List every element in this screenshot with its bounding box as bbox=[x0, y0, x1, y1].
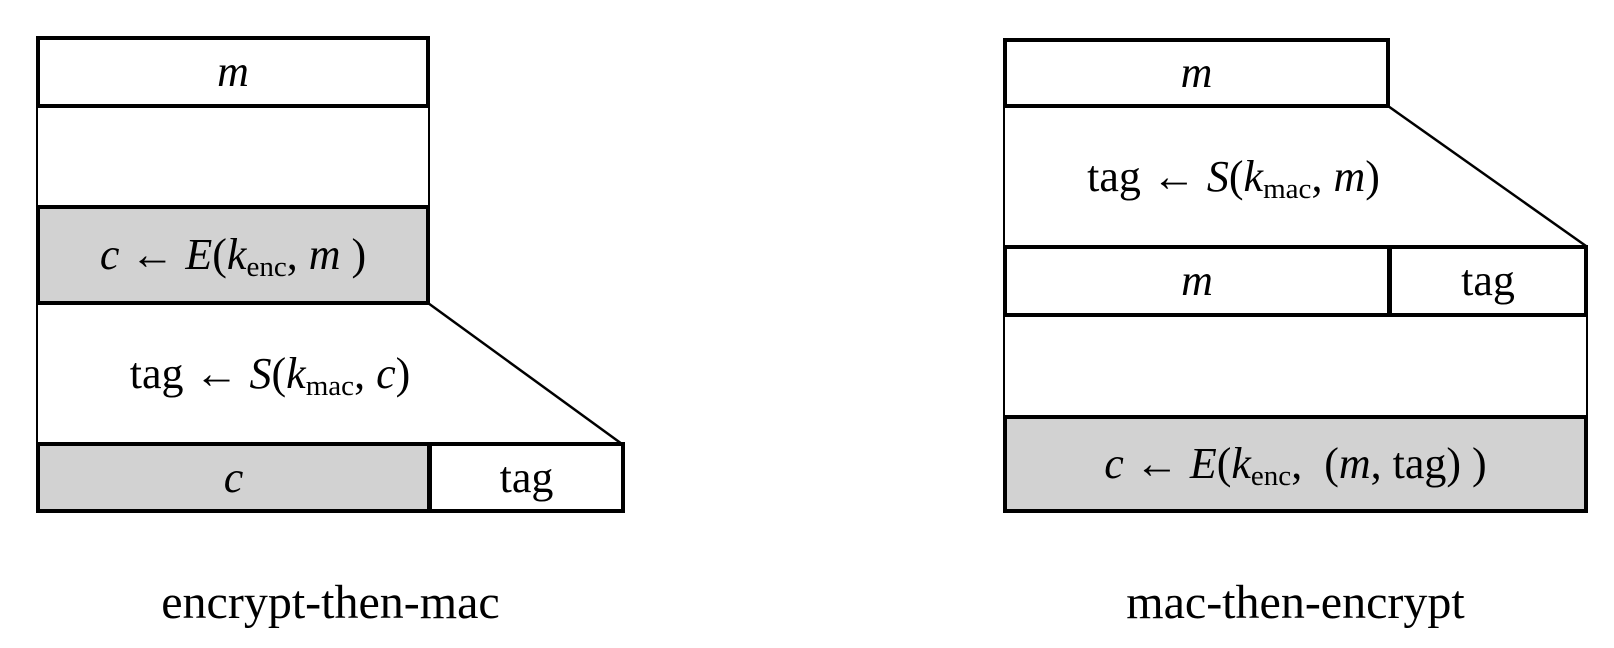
mte-encrypt-box: c ← E(kenc, (m, tag) ) bbox=[1003, 415, 1588, 513]
mte-encrypt-text: c ← E(kenc, (m, tag) ) bbox=[1104, 439, 1487, 493]
mte-diagram: m tag ← S(kmac, m) m tag c ← E(kenc, (m,… bbox=[1003, 38, 1588, 513]
etm-sign-region: tag ← S(kmac, c) bbox=[36, 305, 430, 442]
etm-ciphertext-cell: c bbox=[40, 446, 427, 509]
mte-diagonal-line bbox=[1387, 104, 1587, 248]
mte-payload-tag-cell: tag bbox=[1392, 249, 1584, 313]
mte-sign-text: tag ← S(kmac, m) bbox=[1087, 151, 1380, 205]
mte-payload-row: m tag bbox=[1003, 245, 1588, 317]
etm-diagonal-line bbox=[427, 301, 623, 446]
etm-ciphertext-cell-fill bbox=[40, 446, 427, 509]
mte-payload-message-cell: m bbox=[1007, 249, 1387, 313]
etm-diagram: m c ← E(kenc, m ) tag ← S(kmac, c) c tag bbox=[36, 36, 625, 513]
mte-sign-region: tag ← S(kmac, m) bbox=[1003, 108, 1390, 245]
mte-caption: mac-then-encrypt bbox=[1126, 576, 1465, 629]
etm-caption: encrypt-then-mac bbox=[161, 576, 500, 629]
mte-message-text: m bbox=[1180, 48, 1213, 97]
etm-ciphertext-text: c bbox=[223, 452, 244, 502]
etm-spacer-region bbox=[36, 108, 430, 205]
etm-tag-text: tag bbox=[499, 452, 554, 502]
etm-message-box: m bbox=[36, 36, 430, 108]
etm-encrypt-text: c ← E(kenc, m ) bbox=[99, 230, 367, 284]
mte-payload-message-text: m bbox=[1181, 256, 1213, 305]
etm-cell-divider bbox=[427, 446, 432, 509]
etm-tag-cell: tag bbox=[432, 446, 621, 509]
mte-message-box: m bbox=[1003, 38, 1390, 108]
etm-output-row: c tag bbox=[36, 442, 625, 513]
etm-sign-text: tag ← S(kmac, c) bbox=[129, 348, 411, 402]
etm-encrypt-box: c ← E(kenc, m ) bbox=[36, 205, 430, 305]
mte-payload-tag-text: tag bbox=[1461, 256, 1515, 305]
mte-cell-divider bbox=[1387, 249, 1392, 313]
mte-spacer-region bbox=[1003, 317, 1588, 415]
etm-message-text: m bbox=[217, 47, 249, 96]
